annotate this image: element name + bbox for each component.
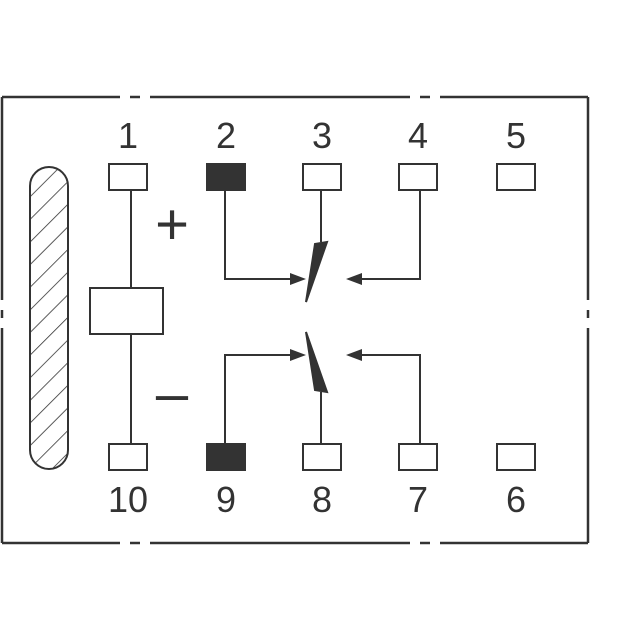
pin-10-label: 10 bbox=[108, 479, 148, 520]
pin-1-pad bbox=[108, 163, 148, 191]
arrow-pin2-upper bbox=[290, 273, 306, 285]
switch-blades bbox=[305, 240, 329, 394]
contact-arrows bbox=[290, 273, 362, 361]
lower-blade bbox=[305, 331, 329, 394]
pin-8-pad bbox=[302, 443, 342, 471]
pin-10-pad bbox=[108, 443, 148, 471]
pins-group: 1 2 3 4 5 10 9 8 7 6 bbox=[108, 115, 536, 520]
pin-5-pad bbox=[496, 163, 536, 191]
pin-4-pad bbox=[398, 163, 438, 191]
arrow-pin4-upper bbox=[346, 273, 362, 285]
arrow-pin9-lower bbox=[290, 349, 306, 361]
pin-5-label: 5 bbox=[506, 115, 526, 156]
pin-2-pad bbox=[206, 163, 246, 191]
package-outline bbox=[0, 95, 590, 545]
index-marker-hatched bbox=[29, 166, 69, 470]
coil bbox=[89, 287, 164, 335]
pin-4-label: 4 bbox=[408, 115, 428, 156]
pin-3-pad bbox=[302, 163, 342, 191]
pin-7-label: 7 bbox=[408, 479, 428, 520]
coil-minus-sign: – bbox=[156, 361, 189, 426]
switch-wiring bbox=[224, 190, 421, 444]
upper-blade bbox=[305, 240, 329, 303]
pin-6-pad bbox=[496, 443, 536, 471]
pin-9-pad bbox=[206, 443, 246, 471]
pin-1-label: 1 bbox=[118, 115, 138, 156]
pin-9-label: 9 bbox=[216, 479, 236, 520]
pin-3-label: 3 bbox=[312, 115, 332, 156]
pin-2-label: 2 bbox=[216, 115, 236, 156]
pin-7-pad bbox=[398, 443, 438, 471]
coil-plus-sign: + bbox=[155, 192, 189, 257]
pin-8-label: 8 bbox=[312, 479, 332, 520]
arrow-pin7-lower bbox=[346, 349, 362, 361]
pin-6-label: 6 bbox=[506, 479, 526, 520]
